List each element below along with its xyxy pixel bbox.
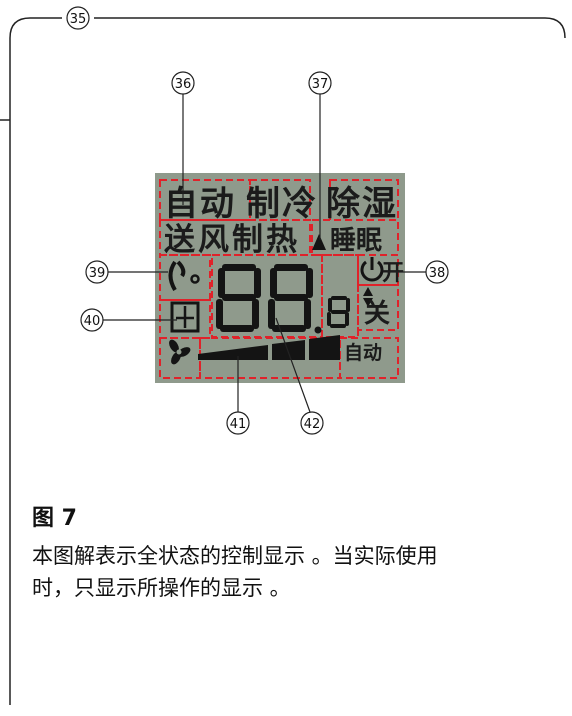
decimal-point: [314, 326, 322, 334]
digit-small: [327, 296, 350, 328]
svg-text:35: 35: [70, 12, 87, 27]
svg-text:36: 36: [175, 77, 192, 92]
fan-auto-label: 自动: [344, 341, 382, 364]
comfort-box-icon: [170, 301, 200, 333]
mode-cool-1: 制: [246, 184, 280, 224]
svg-text:自 动 制 冷 除: 自 动 制 冷 除 湿: [164, 184, 396, 224]
mode-fan-2: 风: [198, 222, 229, 258]
caption-line-2: 时，只显示所操作的显示 。: [32, 576, 291, 600]
frame-outline-right: [94, 17, 566, 39]
mode-dry-2: 湿: [362, 184, 396, 224]
figure-caption: 本图解表示全状态的控制显示 。当实际使用 时，只显示所操作的显示 。: [32, 540, 532, 604]
callout-36: 36: [171, 71, 195, 95]
svg-text:39: 39: [89, 266, 106, 281]
digit-1: [216, 264, 261, 332]
mode-cool-2: 冷: [282, 184, 316, 224]
figure-title: 图 7: [32, 506, 77, 531]
callout-39: 39: [85, 260, 109, 284]
frame-outline: [9, 17, 62, 705]
timer-on-label: 开: [382, 261, 404, 286]
segment-outlines: [159, 179, 399, 379]
swing-icon: [168, 260, 200, 292]
mode-fan-1: 送: [164, 222, 195, 258]
mode-auto-2: 动: [200, 184, 234, 224]
mode-heat-1: 制: [232, 222, 263, 258]
mode-auto-1: 自: [164, 184, 198, 224]
callout-35: 35: [66, 6, 90, 30]
callout-40: 40: [80, 308, 104, 332]
svg-text:38: 38: [429, 266, 446, 281]
timer-clock-icon: [360, 257, 384, 282]
svg-text:37: 37: [312, 77, 329, 92]
mode-heat-2: 热: [266, 222, 297, 258]
callout-38: 38: [425, 260, 449, 284]
fan-icon: [169, 339, 191, 365]
fan-speed-bars: [198, 335, 340, 360]
leader-lines: [103, 94, 426, 413]
svg-text:41: 41: [230, 417, 247, 432]
timer-down-arrow-icon: [363, 298, 373, 307]
callout-41: 41: [226, 411, 250, 435]
callout-42: 42: [300, 411, 324, 435]
timer-up-arrow-icon: [363, 287, 373, 296]
svg-text:40: 40: [84, 314, 101, 329]
svg-text:送 风 制 热: 送 风 制 热: [164, 222, 297, 258]
caption-line-1: 本图解表示全状态的控制显示 。当实际使用: [32, 544, 438, 568]
sleep-label: 睡眠: [330, 226, 382, 256]
digit-2: [268, 264, 313, 332]
timer-off-label: 关: [364, 299, 390, 329]
digit-display: [216, 264, 350, 334]
sleep-triangle-icon: [312, 234, 326, 250]
mode-dry-1: 除: [326, 184, 361, 224]
callout-37: 37: [308, 71, 332, 95]
svg-text:42: 42: [304, 417, 321, 432]
